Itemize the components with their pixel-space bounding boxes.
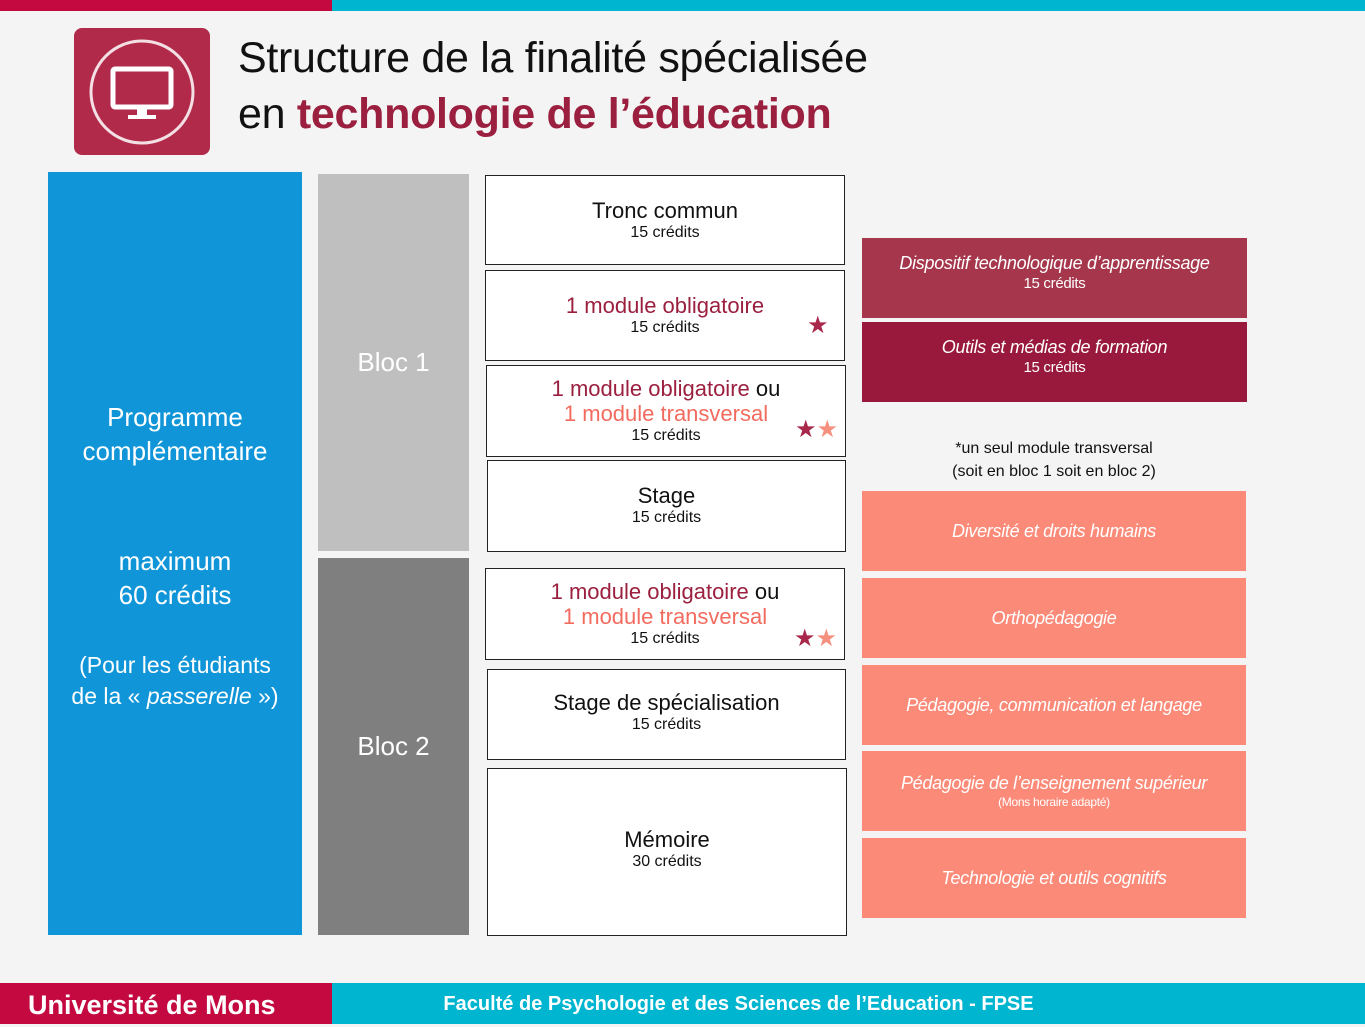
- title-accent: technologie de l’éducation: [296, 90, 832, 138]
- star-transversal-icon: ★: [816, 416, 839, 443]
- top-bar-cyan: [332, 0, 1365, 11]
- course-title: Tronc commun: [592, 198, 738, 223]
- module-credits: 15 crédits: [1023, 275, 1086, 292]
- module-subtitle: (Mons horaire adapté): [998, 794, 1110, 809]
- course-title: Stage: [637, 483, 696, 508]
- module-title: Outils et médias de formation: [941, 337, 1168, 357]
- course-title-or: ou: [755, 376, 781, 401]
- programme-note-prefix: de la «: [71, 683, 141, 709]
- transversal-note: *un seul module transversal (soit en blo…: [862, 437, 1246, 483]
- star-mandatory-icon: ★: [807, 312, 829, 339]
- title-prefix: en: [238, 90, 286, 138]
- course-credits: 30 crédits: [632, 853, 702, 870]
- bloc-1-label: Bloc 1: [357, 347, 430, 377]
- course-title: 1 module obligatoire: [565, 293, 765, 318]
- course-title: Stage de spécialisation: [553, 690, 780, 715]
- transversal-module-2: Orthopédagogie: [862, 578, 1246, 658]
- programme-complementaire-column: Programme complémentaire maximum 60 créd…: [48, 172, 302, 935]
- course-title: Mémoire: [624, 827, 710, 852]
- course-title-mandatory: 1 module obligatoire: [551, 376, 750, 401]
- star-pair: ★★: [794, 627, 837, 651]
- star-mandatory-icon: ★: [795, 416, 817, 443]
- programme-note-passerelle: passerelle: [146, 683, 252, 709]
- course-credits: 15 crédits: [631, 509, 702, 526]
- course-credits: 15 crédits: [630, 319, 700, 336]
- bloc-2: Bloc 2: [318, 558, 469, 935]
- star-pair: ★★: [795, 418, 838, 442]
- course-title-mandatory: 1 module obligatoire: [550, 579, 749, 604]
- star-mandatory-icon: ★: [794, 625, 816, 652]
- course-stage: Stage 15 crédits: [487, 460, 846, 552]
- programme-line3: maximum: [118, 546, 232, 576]
- transversal-module-5: Technologie et outils cognitifs: [862, 838, 1246, 918]
- course-stage-specialisation: Stage de spécialisation 15 crédits: [487, 669, 846, 760]
- module-title: Diversité et droits humains: [952, 520, 1156, 541]
- course-module-obligatoire-or-transversal-2: 1 module obligatoire ou 1 module transve…: [485, 568, 845, 660]
- course-credits: 15 crédits: [631, 716, 702, 733]
- transversal-module-1: Diversité et droits humains: [862, 491, 1246, 571]
- course-module-obligatoire-or-transversal-1: 1 module obligatoire ou 1 module transve…: [486, 365, 846, 457]
- module-title: Dispositif technologique d’apprentissage: [899, 253, 1210, 273]
- module-title: Pédagogie, communication et langage: [906, 694, 1202, 715]
- course-credits: 15 crédits: [631, 427, 701, 444]
- top-bar-red: [0, 0, 332, 11]
- course-title-or: ou: [754, 579, 780, 604]
- programme-line2: complémentaire: [82, 436, 268, 466]
- transversal-module-4: Pédagogie de l’enseignement supérieur (M…: [862, 751, 1246, 831]
- course-module-obligatoire-1: 1 module obligatoire 15 crédits ★: [485, 270, 845, 361]
- page-title-line2: en technologie de l’éducation: [238, 90, 832, 139]
- note-line2: (soit en bloc 1 soit en bloc 2): [952, 463, 1156, 480]
- bloc-2-label: Bloc 2: [357, 731, 430, 761]
- course-credits: 15 crédits: [630, 224, 700, 241]
- mandatory-module-1: Dispositif technologique d’apprentissage…: [862, 238, 1247, 318]
- module-title: Technologie et outils cognitifs: [941, 867, 1167, 888]
- module-title: Pédagogie de l’enseignement supérieur: [900, 772, 1208, 793]
- star-transversal-icon: ★: [815, 625, 838, 652]
- mandatory-module-2: Outils et médias de formation 15 crédits: [862, 322, 1247, 402]
- module-credits: 15 crédits: [1023, 359, 1086, 376]
- course-title-transversal: 1 module transversal: [563, 401, 769, 426]
- transversal-module-3: Pédagogie, communication et langage: [862, 665, 1246, 745]
- course-tronc-commun: Tronc commun 15 crédits: [485, 175, 845, 265]
- course-memoire: Mémoire 30 crédits: [487, 768, 847, 936]
- programme-credits: 60 crédits: [118, 580, 232, 610]
- bloc-1: Bloc 1: [318, 174, 469, 551]
- logo-tile: [74, 28, 210, 155]
- programme-note-suffix: »): [258, 683, 279, 709]
- footer-faculty: Faculté de Psychologie et des Sciences d…: [332, 983, 1365, 1024]
- programme-line1: Programme: [107, 402, 243, 432]
- course-title-transversal: 1 module transversal: [562, 604, 768, 629]
- programme-note-line2: de la « passerelle »): [48, 681, 302, 712]
- module-title: Orthopédagogie: [991, 607, 1117, 628]
- page-title-line1: Structure de la finalité spécialisée: [238, 34, 868, 82]
- footer-university: Université de Mons: [0, 983, 332, 1024]
- note-line1: *un seul module transversal: [955, 440, 1153, 457]
- programme-note-line1: (Pour les étudiants: [79, 652, 271, 678]
- computer-monitor-icon: [89, 39, 195, 144]
- course-credits: 15 crédits: [630, 630, 700, 647]
